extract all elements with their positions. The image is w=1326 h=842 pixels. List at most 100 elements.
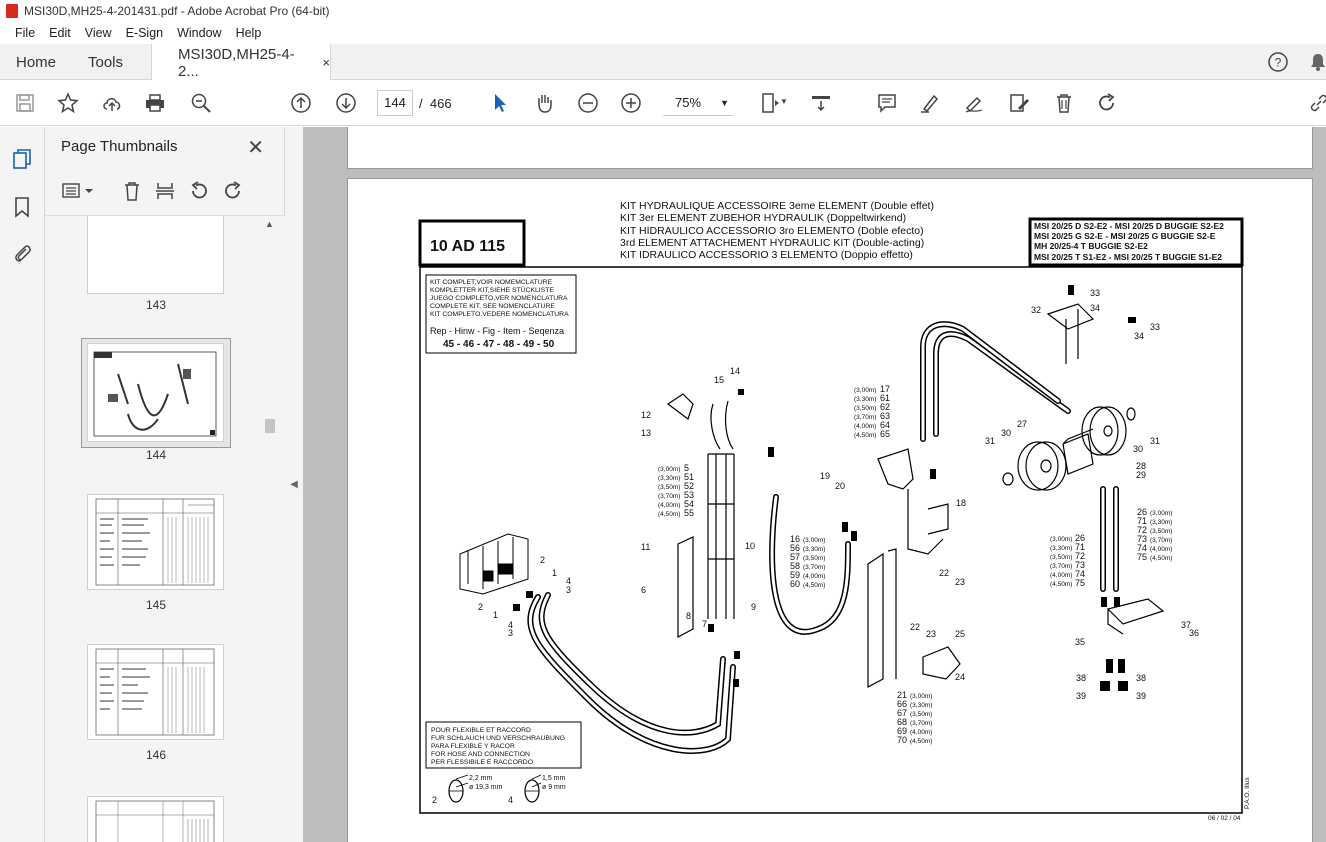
zoom-select[interactable]: 75%▼ <box>663 90 733 116</box>
part-number: 26 <box>1137 507 1147 517</box>
acrobat-icon <box>6 4 18 18</box>
part-number: 5 <box>684 463 689 473</box>
scroll-up-icon[interactable]: ▲ <box>265 219 274 229</box>
len-label: (3,50m) <box>1150 528 1172 535</box>
edit-text-icon[interactable] <box>1006 90 1032 116</box>
len-label: (3,30m) <box>854 396 876 403</box>
callout: 12 <box>641 410 651 420</box>
part-number: 55 <box>684 508 694 518</box>
menu-file[interactable]: File <box>15 26 36 40</box>
len-label: (3,30m) <box>803 546 825 553</box>
callout: 13 <box>641 428 651 438</box>
delete-trash-icon[interactable] <box>1051 90 1077 116</box>
callout: 4 <box>508 795 513 805</box>
len-label: (4,50m) <box>910 738 932 745</box>
print-icon[interactable] <box>142 90 168 116</box>
part-number: 73 <box>1075 560 1085 570</box>
part-number: 59 <box>790 570 800 580</box>
len-label: (3,30m) <box>1050 545 1072 552</box>
len-label: (4,50m) <box>803 582 825 589</box>
part-number: 71 <box>1137 516 1147 526</box>
page-total-separator: / <box>419 96 423 111</box>
tab-document[interactable]: MSI30D,MH25-4-2... × <box>151 44 331 81</box>
redo-icon[interactable] <box>1094 90 1120 116</box>
notification-bell-icon[interactable] <box>1306 50 1326 74</box>
callout: 14 <box>730 366 740 376</box>
thumbnail-page-144[interactable] <box>87 343 224 442</box>
dim-label: 1,5 mm <box>542 775 566 782</box>
menu-window[interactable]: Window <box>177 26 222 40</box>
model-line: MSI 20/25 T S1-E2 - MSI 20/25 T BUGGIE S… <box>1034 252 1222 262</box>
callout: 8 <box>686 611 691 621</box>
callout: 30 <box>1001 428 1011 438</box>
thumbnail-page-145[interactable] <box>87 494 224 590</box>
thumbnail-label: 144 <box>145 448 167 462</box>
tab-home[interactable]: Home <box>16 53 57 71</box>
save-icon[interactable] <box>12 90 38 116</box>
previous-page-icon[interactable] <box>288 90 314 116</box>
rotate-left-icon[interactable] <box>188 180 210 205</box>
len-label: (3,50m) <box>910 711 932 718</box>
select-cursor-icon[interactable] <box>487 90 513 116</box>
left-rail <box>0 127 45 842</box>
zoom-out-icon[interactable] <box>575 90 601 116</box>
attachments-paperclip-icon[interactable] <box>10 241 34 265</box>
upload-cloud-icon[interactable] <box>99 90 125 116</box>
length-group-3: 16 56 57 58 59 60 (3,00m) (3,30m) (3,50m… <box>790 534 825 589</box>
thumbnail-page-147[interactable] <box>87 796 224 842</box>
callout: 38 <box>1076 673 1086 683</box>
len-label: (3,70m) <box>658 493 680 500</box>
next-page-icon[interactable] <box>333 90 359 116</box>
len-label: (4,00m) <box>1150 546 1172 553</box>
menu-view[interactable]: View <box>84 26 112 40</box>
page-thumbnails-icon[interactable] <box>10 147 34 171</box>
page-fit-icon[interactable] <box>757 90 783 116</box>
callout: 39 <box>1076 691 1086 701</box>
len-label: (4,50m) <box>1050 581 1072 588</box>
scroll-mode-icon[interactable] <box>808 90 834 116</box>
comment-icon[interactable] <box>874 90 900 116</box>
link-icon[interactable] <box>1306 90 1326 116</box>
bookmarks-icon[interactable] <box>10 195 34 219</box>
highlight-pen-icon[interactable] <box>917 90 943 116</box>
kit-line: KIT COMPLETO,VEDERE NOMENCLATURA <box>430 311 569 318</box>
thumbnail-options-icon[interactable] <box>61 180 97 205</box>
tab-tools[interactable]: Tools <box>88 53 124 71</box>
length-group-5-left: (3,00m) (3,30m) (3,50m) (3,70m) (4,00m) … <box>1050 533 1085 588</box>
menu-help[interactable]: Help <box>235 26 262 40</box>
collapse-panel-handle[interactable]: ◀ <box>285 127 303 842</box>
thumbnail-page-143[interactable] <box>87 216 224 294</box>
hose-box <box>425 721 582 769</box>
menu-esign[interactable]: E-Sign <box>125 26 164 40</box>
callout: 24 <box>955 672 965 682</box>
scrollbar-thumb[interactable] <box>265 419 275 433</box>
thumbnail-page-146[interactable] <box>87 644 224 740</box>
callout: 7 <box>702 619 707 629</box>
extract-pages-icon[interactable] <box>154 180 176 205</box>
help-icon[interactable]: ? <box>1266 50 1290 74</box>
diagram-title-en: 3rd ELEMENT ATTACHEMENT HYDRAULIC KIT (D… <box>620 237 924 249</box>
len-label: (4,50m) <box>1150 555 1172 562</box>
bookmark-star-icon[interactable] <box>55 90 81 116</box>
page-fit-dropdown-icon[interactable]: ▼ <box>780 97 788 106</box>
delete-page-icon[interactable] <box>121 180 143 205</box>
part-number: 75 <box>1075 578 1085 588</box>
part-number: 16 <box>790 534 800 544</box>
zoom-search-icon[interactable] <box>188 90 214 116</box>
draw-signature-icon[interactable] <box>961 90 987 116</box>
kit-line: JUEGO COMPLETO,VER NOMENCLATURA <box>430 295 568 302</box>
len-label: (3,30m) <box>1150 519 1172 526</box>
thumbnail-scrollbar[interactable]: ▲ <box>263 219 277 839</box>
rep-header: Rep - Hinw - Fig - Item - Seqenza <box>430 326 564 336</box>
thumbnail-label: 146 <box>145 748 167 762</box>
rotate-right-icon[interactable] <box>222 180 244 205</box>
callout: 22 <box>910 622 920 632</box>
menu-edit[interactable]: Edit <box>49 26 71 40</box>
page-number-input[interactable]: 144 <box>377 90 413 116</box>
close-panel-icon[interactable]: ✕ <box>247 137 264 159</box>
part-number: 17 <box>880 384 890 394</box>
hand-tool-icon[interactable] <box>531 90 557 116</box>
close-tab-icon[interactable]: × <box>322 55 330 70</box>
zoom-in-icon[interactable] <box>618 90 644 116</box>
page-total-count: 466 <box>429 96 452 111</box>
